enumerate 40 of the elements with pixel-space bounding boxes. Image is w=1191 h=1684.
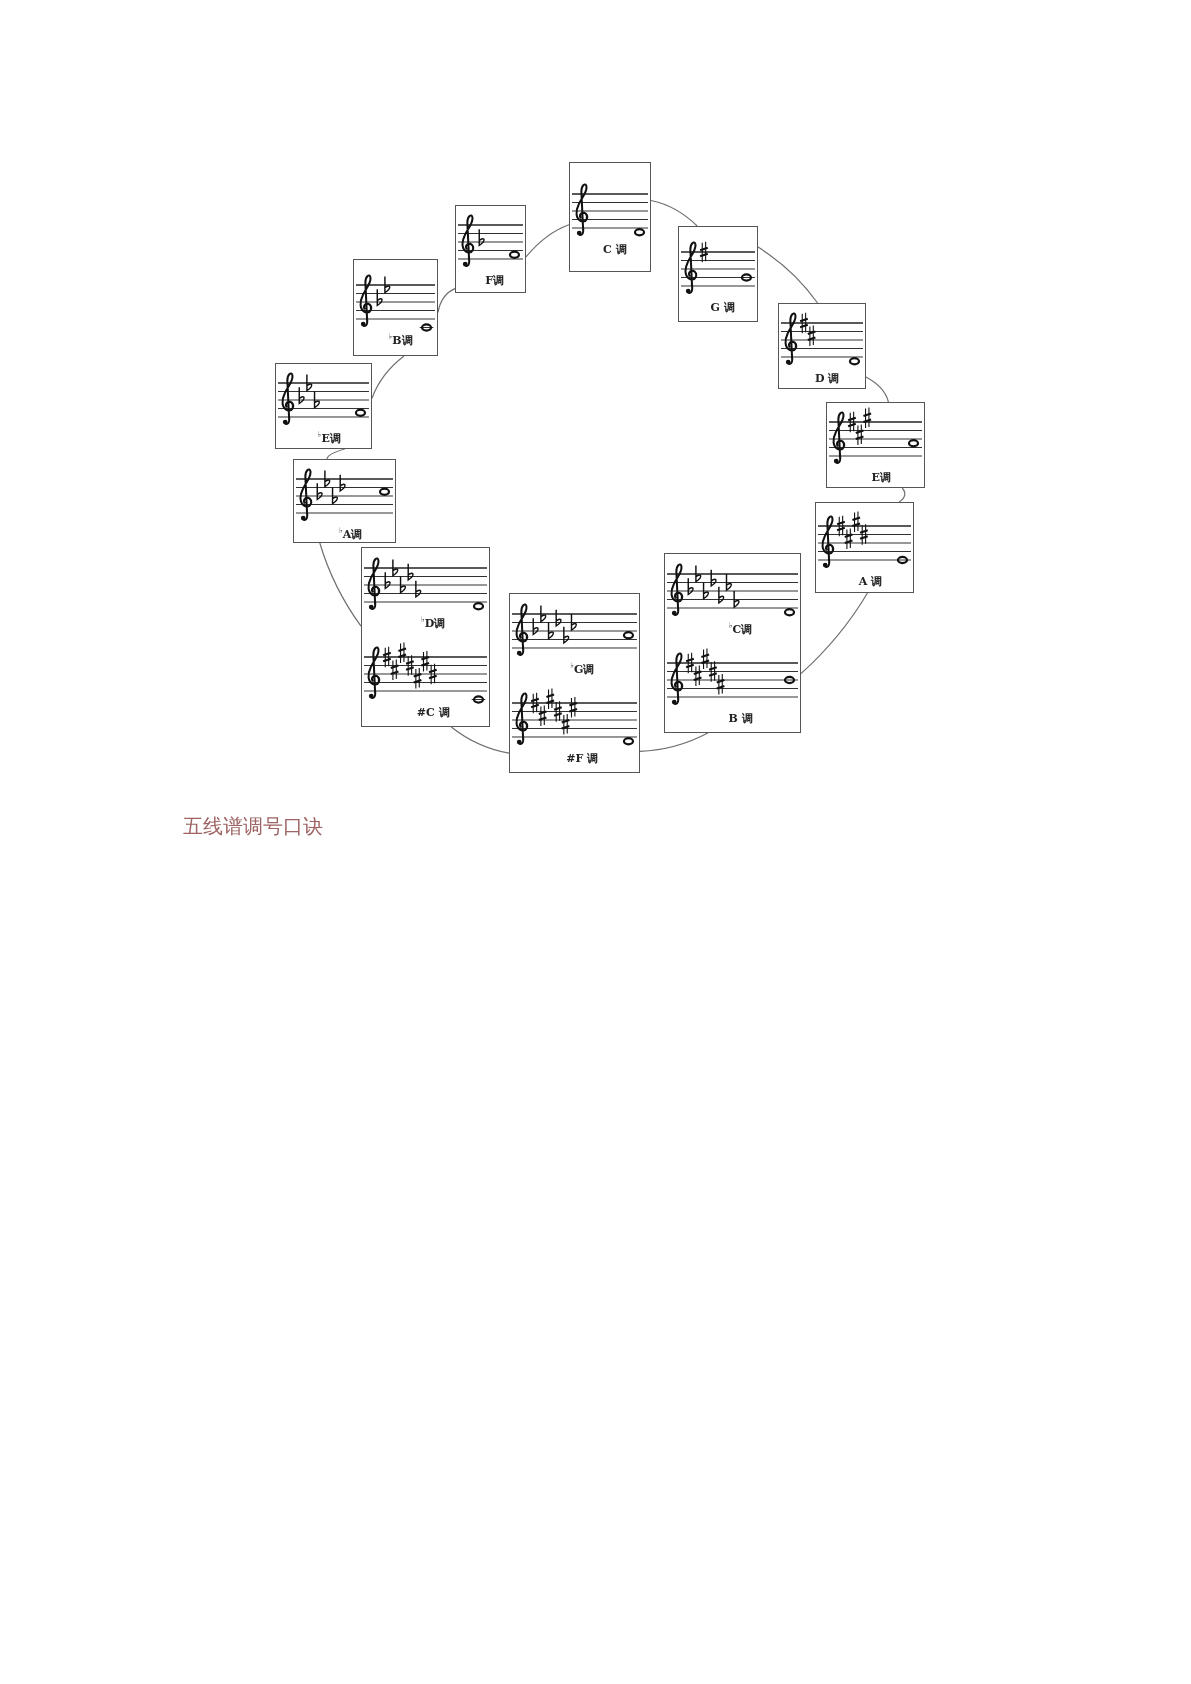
key-label: D 调 [814,372,840,385]
key-signature-card [815,502,914,593]
key-signature-card [664,553,801,733]
key-label: C 调 [603,243,627,256]
key-label: $^{♭}$D调 [420,617,446,630]
connector-line [319,542,362,627]
key-signature-card [293,459,396,543]
key-signature-card [361,547,490,727]
key-label: $^{♭}$G调 [570,663,595,676]
key-label: $^{♭}$A调 [338,528,363,541]
key-signature-card [455,205,526,293]
key-signature-card [778,303,866,389]
key-signature-card [275,363,372,449]
connector-line [898,487,906,503]
connector-line [450,726,510,754]
key-signature-card [353,259,438,356]
key-label: $^{♭}$B调 [388,334,413,347]
key-label: $^{♭}$E调 [317,432,341,445]
connector-line [757,246,819,304]
key-label: A 调 [858,575,882,588]
key-label: E调 [871,471,891,484]
key-label: B 调 [728,712,753,725]
connector-line [639,732,709,752]
key-label: $^{♭}$C调 [728,623,753,636]
key-label: G 调 [710,301,735,314]
key-signature-card [509,593,640,773]
key-label: #C 调 [416,706,450,719]
connector-line [371,355,405,399]
connector-line [326,448,346,460]
connector-line [437,288,456,313]
caption-text: 五线谱调号口诀 [183,814,323,838]
key-label: F调 [485,274,505,287]
key-signature-card [826,402,925,488]
connector-line [865,376,889,403]
connector-line [650,199,698,227]
key-signature-card [569,162,651,272]
key-signature-card [678,226,758,322]
key-label: #F 调 [566,752,599,765]
connector-line [800,592,869,675]
connector-line [525,224,570,258]
